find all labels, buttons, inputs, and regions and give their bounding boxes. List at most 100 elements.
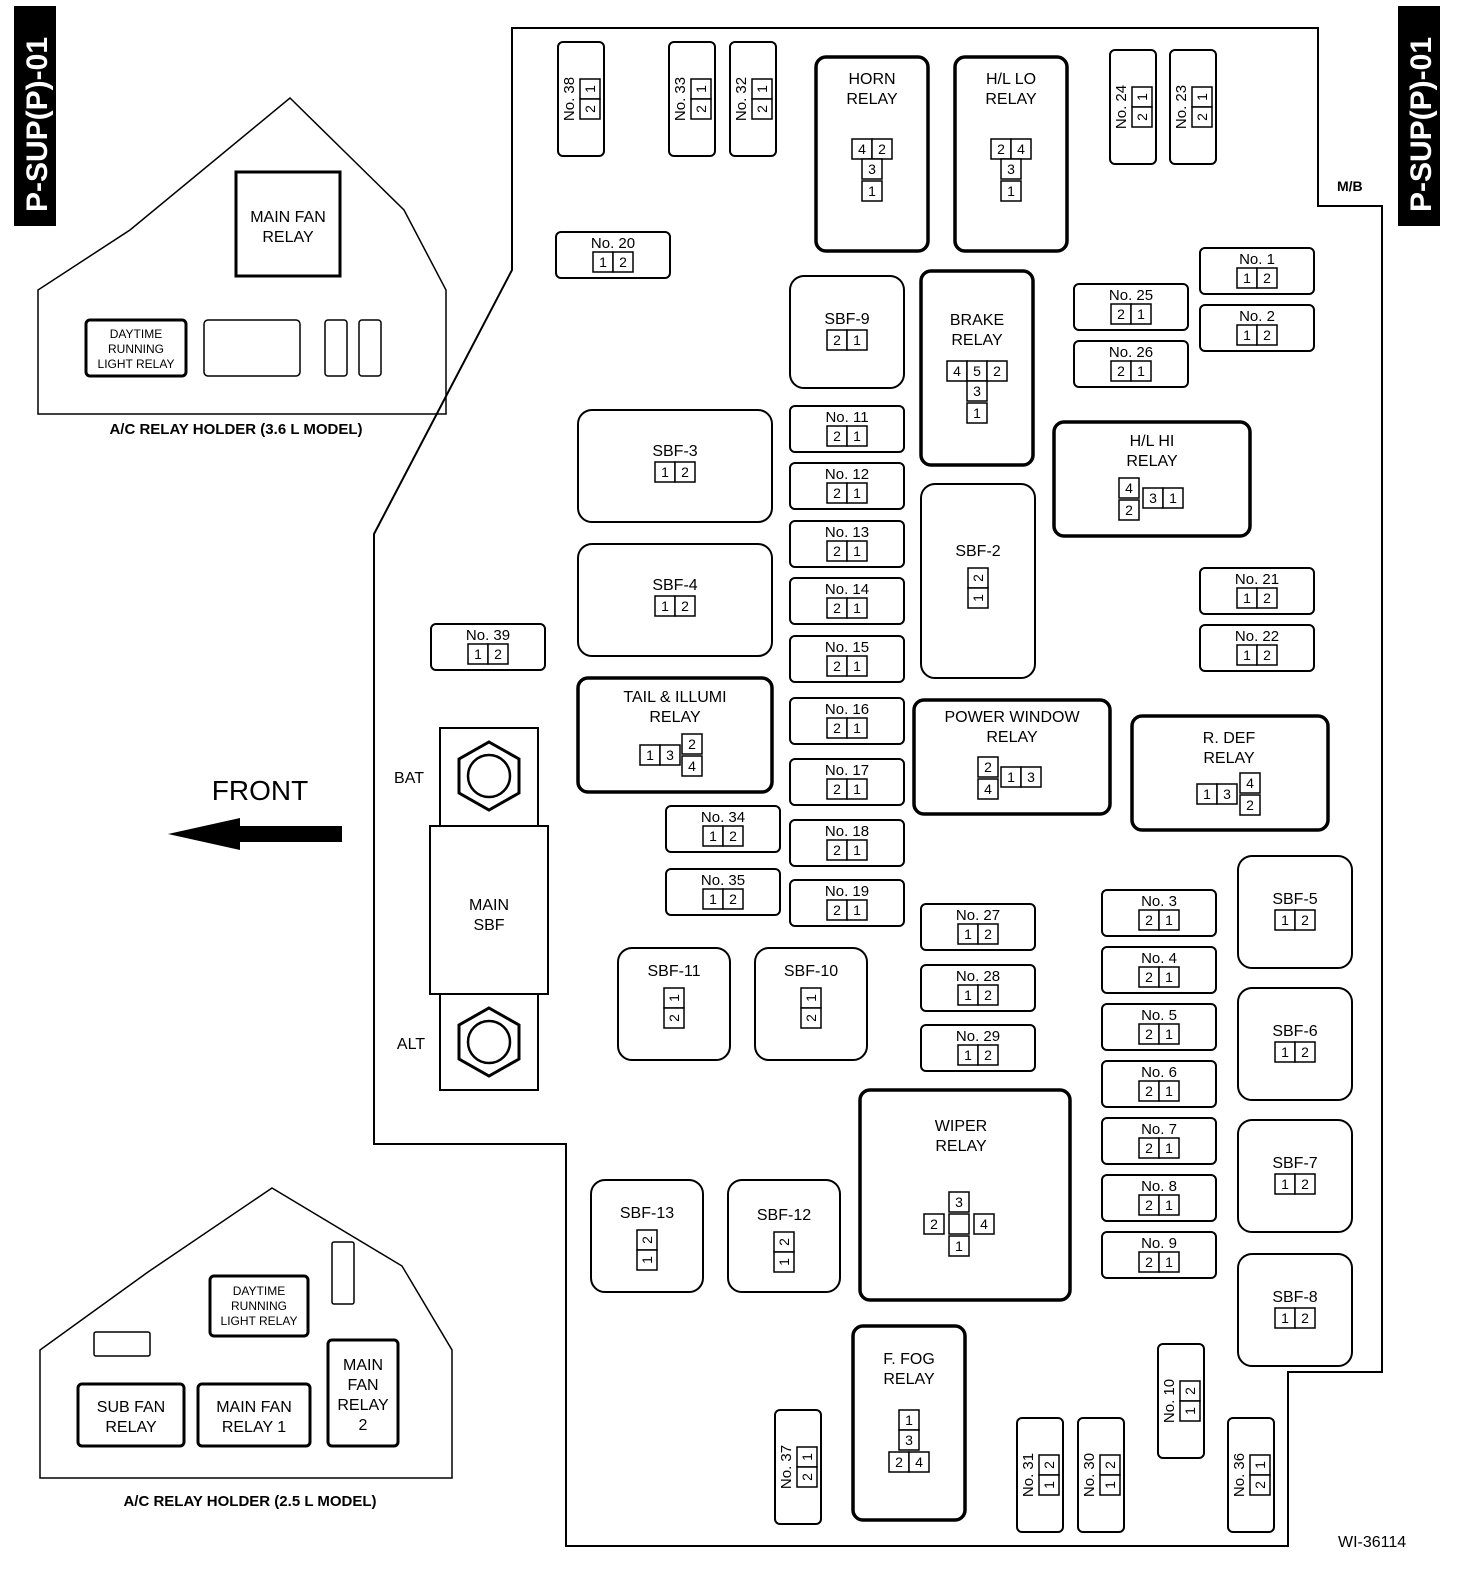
- pin-number: 1: [1137, 363, 1145, 379]
- pin-cell: [967, 587, 989, 609]
- relay-label: POWER WINDOW: [944, 709, 1080, 726]
- pin-number: 2: [1125, 502, 1133, 518]
- pin-cell: [722, 888, 744, 910]
- svg-text:LIGHT RELAY: LIGHT RELAY: [98, 357, 175, 371]
- pin-cell: [846, 899, 868, 921]
- pin-number: 2: [681, 464, 689, 480]
- empty-slot: [331, 1241, 355, 1305]
- fuse-label: No. 11: [825, 409, 868, 426]
- pin-number: 2: [993, 363, 1001, 379]
- pin-number: 1: [1252, 1461, 1268, 1469]
- fuse-label: No. 32: [733, 77, 750, 121]
- pin-number: 2: [1301, 1310, 1309, 1326]
- pin-cell: [923, 1213, 945, 1235]
- pin-cell: [1130, 360, 1152, 382]
- fuse-label: No. 19: [825, 883, 869, 900]
- pin-number: 1: [1281, 1044, 1289, 1060]
- pin-number: 1: [853, 720, 861, 736]
- pin-number: 1: [599, 254, 607, 270]
- pin-number: 2: [1117, 363, 1125, 379]
- pin-number: 1: [709, 828, 717, 844]
- pin-cell: [674, 461, 696, 483]
- fuse-label: No. 6: [1141, 1064, 1177, 1081]
- sbf-label: SBF-13: [620, 1205, 674, 1222]
- pin-cell: [1158, 909, 1180, 931]
- pin-cell: [722, 825, 744, 847]
- pin-number: 2: [1182, 1387, 1198, 1395]
- pin-number: 1: [853, 428, 861, 444]
- pin-number: 3: [666, 747, 674, 763]
- empty-slot: [324, 319, 348, 377]
- pin-number: 4: [1246, 775, 1254, 791]
- pin-number: 2: [833, 658, 841, 674]
- pin-number: 2: [833, 428, 841, 444]
- pin-number: 2: [1194, 113, 1210, 121]
- pin-cell: [690, 98, 712, 120]
- pin-number: 2: [639, 1236, 655, 1244]
- fuse-label: No. 27: [956, 907, 1000, 924]
- relay-label: RELAY: [986, 729, 1038, 746]
- relay-label: BRAKE: [950, 312, 1004, 329]
- pin-number: 2: [776, 1238, 792, 1246]
- pin-number: 2: [729, 891, 737, 907]
- sbf-label: SBF-8: [1272, 1289, 1317, 1306]
- relay-label: F. FOG: [883, 1351, 935, 1368]
- pin-cell: [861, 180, 883, 202]
- fuse-label: No. 4: [1141, 950, 1177, 967]
- relay-label: RELAY: [649, 709, 701, 726]
- pin-number: 2: [1145, 1140, 1153, 1156]
- fuse-label: No. 26: [1109, 344, 1153, 361]
- pin-number: 1: [803, 994, 819, 1002]
- pin-cell: [1158, 1137, 1180, 1159]
- pin-number: 2: [1301, 1176, 1309, 1192]
- pin-number: 2: [1263, 270, 1271, 286]
- pin-number: 2: [833, 485, 841, 501]
- pin-number: 3: [1149, 490, 1157, 506]
- fuse-sbf-2: SBF-221: [920, 483, 1036, 679]
- daytime-running-light-relay-36: [84, 318, 188, 378]
- pin-number: 3: [973, 383, 981, 399]
- relay-label: R. DEF: [1203, 730, 1256, 747]
- pin-number: 2: [1145, 1197, 1153, 1213]
- relay-label: RELAY: [846, 91, 898, 108]
- pin-number: 1: [754, 85, 770, 93]
- pin-number: 2: [833, 543, 841, 559]
- relay-label: RELAY: [1203, 750, 1255, 767]
- pin-number: 2: [1134, 113, 1150, 121]
- relay-label: RELAY: [951, 332, 1003, 349]
- svg-text:RELAY: RELAY: [337, 1397, 389, 1414]
- svg-text:MAIN: MAIN: [469, 897, 509, 914]
- svg-text:FAN: FAN: [347, 1377, 378, 1394]
- pin-number: 1: [955, 1238, 963, 1254]
- pin-number: 1: [1243, 590, 1251, 606]
- pin-cell: [1130, 303, 1152, 325]
- pin-number: 2: [1117, 306, 1125, 322]
- relay-label: RELAY: [883, 1371, 935, 1388]
- fuse-label: No. 33: [672, 77, 689, 121]
- pin-number: 2: [1263, 590, 1271, 606]
- fuse-label: No. 30: [1081, 1453, 1098, 1497]
- pin-number: 1: [1165, 1197, 1173, 1213]
- fuse-label: No. 37: [778, 1445, 795, 1489]
- pin-cell: [1256, 644, 1278, 666]
- pin-number: 1: [1243, 327, 1251, 343]
- pin-number: 2: [1145, 1026, 1153, 1042]
